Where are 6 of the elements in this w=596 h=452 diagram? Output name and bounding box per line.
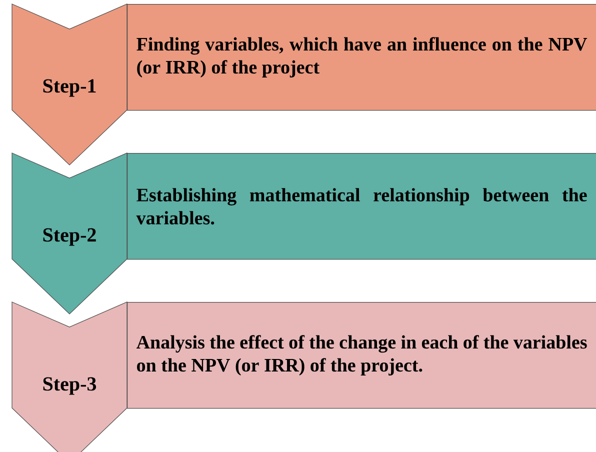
step-box: Establishing mathematical relationship between the variables. [127,153,596,260]
step-pentagon: Step-3 [12,302,128,452]
step-pentagon: Step-1 [12,4,128,166]
step-pentagon: Step-2 [12,152,128,314]
step-box: Finding variables, which have an influence on the NPV (or IRR) of the project [127,4,596,111]
step-box: Analysis the effect of the change in each of the variables on the NPV (or IRR) of the project. [127,302,596,409]
